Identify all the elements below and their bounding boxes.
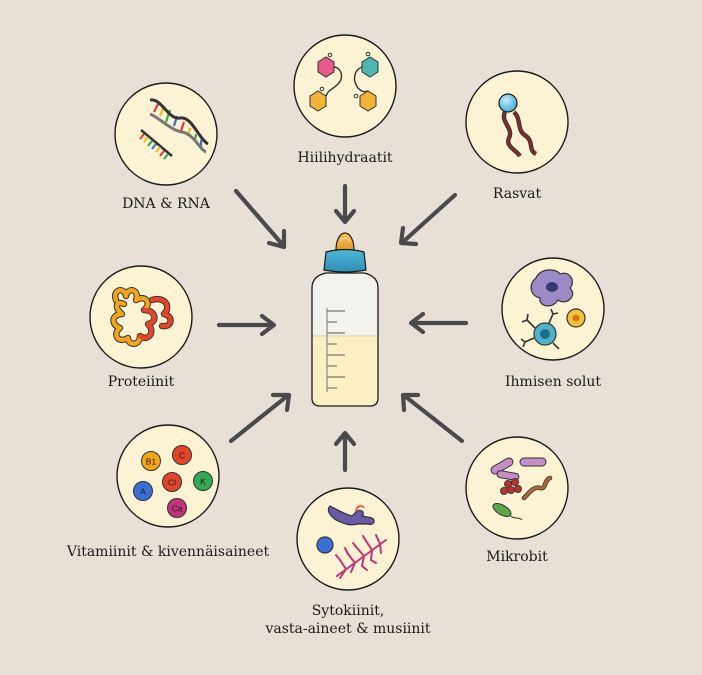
mineral-ca-icon: Ca bbox=[167, 498, 187, 518]
protein-structure-icon bbox=[110, 287, 174, 347]
proteins-node bbox=[89, 265, 193, 369]
mineral-ca-label: Ca bbox=[172, 504, 183, 514]
vitamin-k-label: K bbox=[200, 477, 206, 487]
arrow-fats-to-bottle bbox=[398, 192, 458, 247]
arrow-carbs-to-bottle bbox=[333, 183, 357, 225]
arrow-cytokines-to-bottle bbox=[333, 430, 357, 473]
arrow-vitamins-to-bottle bbox=[228, 392, 292, 444]
cytokine-icon bbox=[327, 505, 375, 526]
vitamin-a-label: A bbox=[140, 487, 146, 497]
vitamin-k-icon: K bbox=[193, 471, 213, 491]
carbohydrate-molecule-icon bbox=[309, 51, 379, 112]
rna-strand-icon bbox=[139, 129, 173, 160]
human-cells-icon bbox=[520, 269, 586, 350]
arrow-microbes-to-bottle bbox=[400, 392, 465, 444]
proteins-label: Proteiinit bbox=[107, 374, 175, 390]
vitamins-minerals-node: B1 C A Cl K Ca bbox=[116, 424, 220, 528]
vitamins-minerals-label: Vitamiinit & kivennäisaineet bbox=[66, 544, 270, 560]
vitamin-a-icon: A bbox=[133, 481, 153, 501]
microbes-icon bbox=[490, 457, 553, 521]
fats-label: Rasvat bbox=[492, 186, 542, 202]
cytokines-label-line1: Sytokiinit, bbox=[311, 603, 385, 619]
mineral-cl-icon: Cl bbox=[162, 472, 182, 492]
dna-rna-node bbox=[114, 82, 218, 186]
arrow-proteins-to-bottle bbox=[216, 313, 277, 337]
carbohydrates-label: Hiilihydraatit bbox=[297, 150, 393, 166]
antibody-icon bbox=[316, 536, 334, 554]
dna-rna-label: DNA & RNA bbox=[122, 196, 210, 212]
baby-bottle-icon bbox=[311, 232, 379, 407]
vitamin-c-label: C bbox=[179, 451, 185, 461]
human-cells-label: Ihmisen solut bbox=[505, 374, 601, 390]
mineral-cl-label: Cl bbox=[168, 478, 176, 488]
vitamin-b1-label: B1 bbox=[146, 457, 157, 467]
dna-helix-icon bbox=[149, 98, 209, 154]
cytokines-node bbox=[296, 487, 400, 591]
lipid-molecule-icon bbox=[498, 93, 538, 158]
vitamin-c-icon: C bbox=[172, 445, 192, 465]
microbes-node bbox=[465, 436, 569, 540]
mucin-icon bbox=[335, 534, 387, 579]
arrow-cells-to-bottle bbox=[408, 311, 469, 335]
human-cells-node bbox=[501, 257, 605, 361]
fats-node bbox=[465, 70, 569, 174]
carbohydrates-node bbox=[293, 34, 397, 138]
cytokines-label-line2: vasta-aineet & musiinit bbox=[265, 621, 431, 637]
microbes-label: Mikrobit bbox=[486, 549, 548, 565]
arrow-dna-to-bottle bbox=[233, 188, 287, 250]
vitamin-b1-icon: B1 bbox=[141, 451, 161, 471]
